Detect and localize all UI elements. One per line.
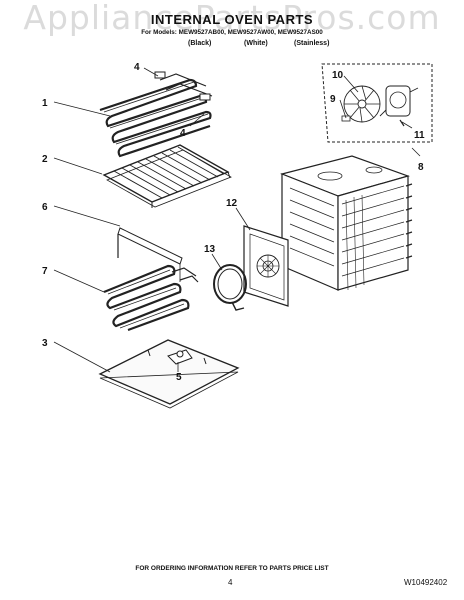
callout-2: 2 (42, 154, 48, 165)
callout-8: 8 (418, 162, 424, 173)
callout-4-bottom: 4 (180, 128, 186, 139)
document-number: W10492402 (404, 578, 448, 587)
callout-11: 11 (414, 130, 425, 141)
leader-lines (53, 67, 421, 373)
callout-7: 7 (42, 266, 48, 277)
bottom-cover (98, 339, 240, 409)
callout-13: 13 (204, 244, 216, 255)
oven-rack (102, 144, 232, 208)
callout-4-top: 4 (134, 62, 140, 73)
color-stainless: (Stainless) (294, 40, 330, 47)
model-list: For Models: MEW9527AB00, MEW9527AW00, ME… (141, 29, 323, 36)
watermark: AppliancePartsPros.com (23, 0, 441, 37)
callout-9: 9 (330, 94, 336, 105)
convection-element (213, 264, 247, 311)
oven-cavity (280, 155, 413, 291)
page-number: 4 (228, 578, 233, 587)
color-black: (Black) (188, 40, 212, 47)
broil-element (99, 71, 213, 158)
callout-12: 12 (226, 198, 238, 209)
color-white: (White) (244, 40, 268, 47)
rear-panel (243, 225, 289, 307)
ordering-note: FOR ORDERING INFORMATION REFER TO PARTS … (135, 565, 329, 572)
callout-1: 1 (42, 98, 48, 109)
page-title: INTERNAL OVEN PARTS (150, 12, 314, 27)
bake-element (103, 264, 199, 332)
callout-3: 3 (42, 338, 48, 349)
convection-fan-kit (321, 63, 433, 143)
callout-10: 10 (332, 70, 344, 81)
gasket-bar (117, 227, 183, 282)
callout-5: 5 (176, 372, 182, 383)
callout-6: 6 (42, 202, 48, 213)
